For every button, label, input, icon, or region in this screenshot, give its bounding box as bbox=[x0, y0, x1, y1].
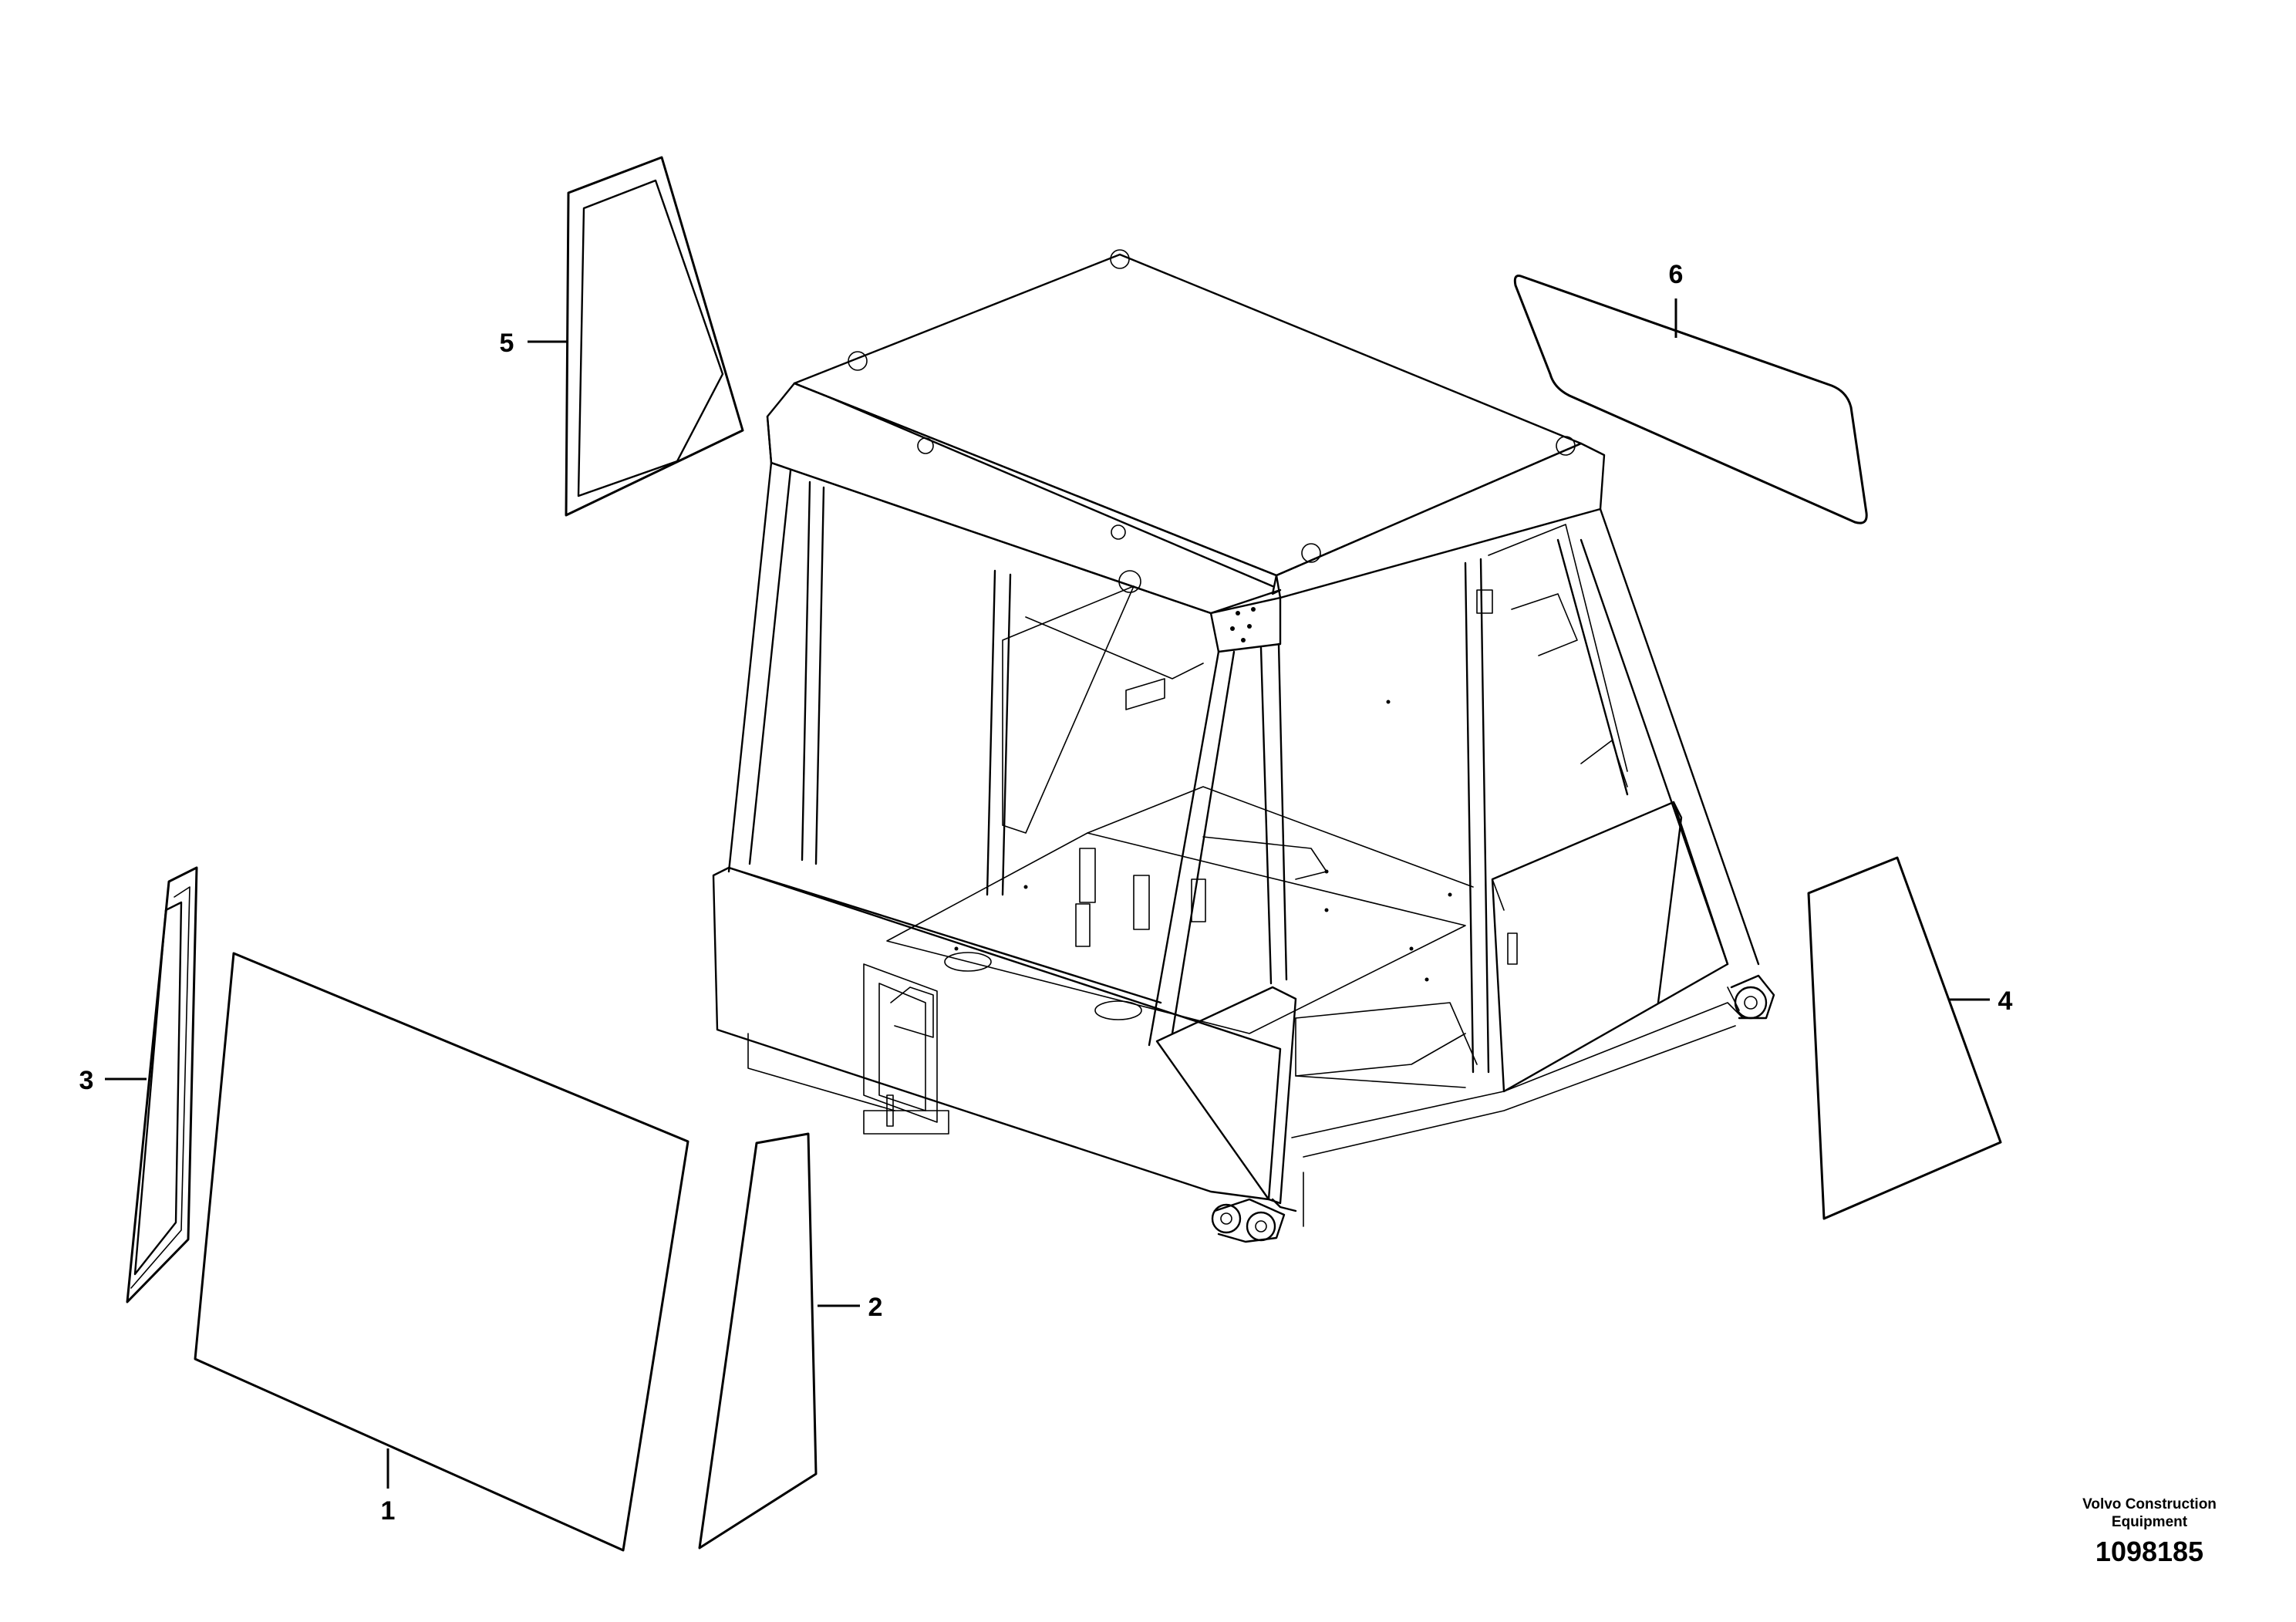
callout-3: 3 bbox=[79, 1066, 94, 1095]
callout-6: 6 bbox=[1669, 260, 1684, 289]
brand-line-2: Equipment bbox=[2111, 1514, 2188, 1530]
cab-frame bbox=[712, 249, 1775, 1243]
drawing-number: 1098185 bbox=[2095, 1536, 2204, 1567]
callout-numbers: 1 2 3 4 5 6 bbox=[79, 260, 2013, 1526]
callout-2: 2 bbox=[868, 1293, 883, 1322]
callout-leaders bbox=[105, 298, 1990, 1489]
pane-2-lower-side-glass bbox=[698, 1132, 818, 1549]
callout-4: 4 bbox=[1998, 986, 2013, 1016]
brand-name: Volvo Construction Equipment bbox=[2065, 1496, 2234, 1531]
pane-1-windshield bbox=[194, 952, 689, 1552]
brand-block: Volvo Construction Equipment 1098185 bbox=[2065, 1496, 2234, 1568]
brand-line-1: Volvo Construction bbox=[2082, 1496, 2217, 1512]
pane-6-rear-glass bbox=[1513, 275, 1868, 524]
pane-3-door-glass bbox=[126, 866, 198, 1303]
pane-5-upper-side-glass bbox=[565, 156, 744, 517]
callout-5: 5 bbox=[500, 329, 514, 358]
callout-1: 1 bbox=[381, 1496, 396, 1526]
pane-4-rear-side-glass bbox=[1807, 856, 2002, 1220]
